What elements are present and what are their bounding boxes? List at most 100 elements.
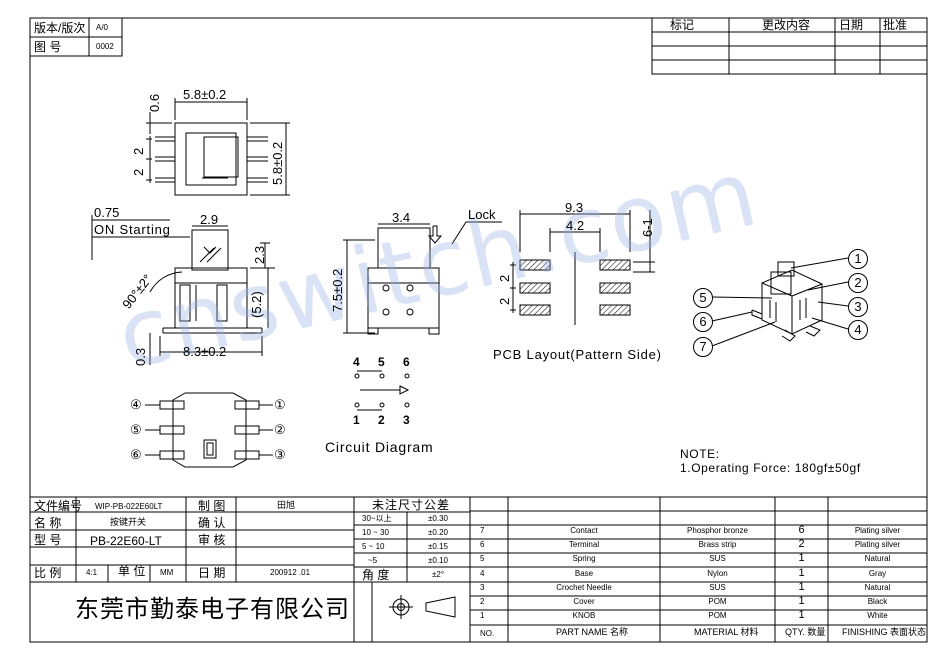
- part-callout-2: 2: [848, 273, 868, 293]
- part-callout-6: 6: [693, 312, 713, 332]
- bom-no: 4: [480, 569, 485, 578]
- bom-qty: 1: [798, 567, 805, 579]
- part-callout-4: 4: [848, 320, 868, 340]
- circuit-caption: Circuit Diagram: [325, 439, 434, 455]
- version-value: A/0: [96, 23, 109, 32]
- part-callout-7: 7: [693, 337, 713, 357]
- bom-header-no: NO.: [480, 629, 495, 638]
- scale-value: 4:1: [86, 568, 98, 577]
- bom-header-finish: FINISHING 表面状态: [842, 627, 927, 637]
- dim-side-on-starting: ON Starting: [94, 222, 171, 237]
- date-label: 日 期: [198, 566, 226, 580]
- dim-pcb-pitch-b: 2: [497, 297, 512, 305]
- dim-front-knob-width: 3.4: [392, 210, 411, 225]
- pcb-layout-lines: [510, 210, 655, 325]
- revision-header-content: 更改内容: [762, 18, 811, 32]
- revision-header-approve: 批准: [883, 18, 908, 32]
- bom-part: Crochet Needle: [556, 583, 612, 592]
- tolerance-value-1: ±0.30: [428, 514, 448, 523]
- draw-value: 田旭: [277, 500, 296, 510]
- bom-finish: Natural: [864, 583, 891, 592]
- dim-side-body-height: (5.2): [249, 291, 264, 318]
- dim-top-pitch-b: 2: [131, 168, 146, 176]
- bom-qty: 1: [798, 581, 805, 593]
- dim-front-height: 7.5±0.2: [330, 268, 345, 312]
- bom-qty: 6: [798, 524, 805, 536]
- bom-finish: Natural: [864, 554, 891, 563]
- bom-part: Terminal: [568, 540, 600, 549]
- dim-side-base-offset: 0.3: [133, 347, 148, 366]
- note-line-1: 1.Operating Force: 180gf±50gf: [680, 461, 861, 475]
- tolerance-range-4: ~5: [368, 556, 378, 565]
- version-block-lines: [30, 18, 122, 56]
- bom-finish: Plating silver: [854, 526, 901, 535]
- bom-qty: 1: [798, 552, 805, 564]
- bom-finish: Black: [867, 597, 888, 606]
- dim-side-knob-width: 2.9: [200, 212, 219, 227]
- bom-finish: Plating silver: [854, 540, 901, 549]
- bom-part: Spring: [572, 554, 596, 563]
- dim-pcb-outer-width: 9.3: [565, 200, 584, 215]
- tolerance-range-2: 10 ~ 30: [362, 528, 389, 537]
- pin-callout-4: ④: [130, 397, 142, 412]
- bom-no: 1: [480, 611, 485, 620]
- bom-header-qty: QTY. 数量: [785, 627, 826, 637]
- pin-callout-5: ⑤: [130, 422, 142, 437]
- name-value: 按键开关: [110, 517, 147, 527]
- bom-no: 5: [480, 554, 485, 563]
- iso-view-lines: [712, 258, 848, 346]
- bom-material: POM: [708, 597, 727, 606]
- drawing-no-label: 图 号: [34, 40, 62, 54]
- bom-no: 7: [480, 526, 485, 535]
- pin-callout-3: ③: [274, 447, 286, 462]
- name-label: 名 称: [34, 516, 62, 530]
- front-view-lines: [343, 222, 502, 334]
- dim-top-pin-offset: 0.6: [147, 93, 162, 112]
- bom-no: 3: [480, 583, 485, 592]
- bom-part: Contact: [570, 526, 598, 535]
- note-title: NOTE:: [680, 447, 720, 461]
- circuit-pin-5: 5: [378, 355, 385, 369]
- tolerance-value-4: ±0.10: [428, 556, 448, 565]
- side-view-lines: [92, 215, 275, 365]
- part-callout-5: 5: [693, 288, 713, 308]
- dim-top-width: 5.8±0.2: [183, 87, 227, 102]
- bom-material: Brass strip: [698, 540, 737, 549]
- dim-pcb-inner-width: 4.2: [566, 218, 585, 233]
- model-value: PB-22E60-LT: [90, 534, 162, 548]
- dim-side-top-offset: 0.75: [94, 205, 120, 220]
- bom-header-part: PART NAME 名称: [556, 627, 629, 637]
- tolerance-value-2: ±0.20: [428, 528, 448, 537]
- scale-label: 比 例: [34, 566, 62, 580]
- drawing-frame: [30, 18, 927, 642]
- title-block-lines: [30, 497, 927, 642]
- dim-pcb-pitch-a: 2: [497, 274, 512, 282]
- bom-finish: Gray: [868, 569, 887, 578]
- bom-qty: 1: [798, 595, 805, 607]
- unit-label: 单 位: [118, 564, 146, 578]
- bom-header-material: MATERIAL 材料: [694, 627, 759, 637]
- bom-part: KNOB: [572, 611, 596, 620]
- circuit-pin-3: 3: [403, 413, 410, 427]
- revision-block-lines: [652, 18, 927, 74]
- draw-label: 制 图: [198, 499, 226, 513]
- bom-finish: White: [867, 611, 888, 620]
- dim-side-knob-height: 2.3: [252, 245, 267, 264]
- bom-material: SUS: [709, 554, 726, 563]
- circuit-pin-1: 1: [353, 413, 360, 427]
- pin-callout-1: ①: [274, 397, 286, 412]
- top-view-lines: [146, 98, 290, 195]
- part-callout-1: 1: [848, 249, 868, 269]
- date-value: 200912 .01: [270, 568, 311, 577]
- bom-qty: 1: [798, 609, 805, 621]
- circuit-pin-6: 6: [403, 355, 410, 369]
- dim-side-base-width: 8.3±0.2: [183, 344, 227, 359]
- tolerance-value-3: ±0.15: [428, 542, 448, 551]
- bom-material: POM: [708, 611, 727, 620]
- bom-part: Cover: [573, 597, 595, 606]
- dim-front-lock-label: Lock: [468, 207, 496, 222]
- version-label: 版本/版次: [34, 21, 86, 35]
- tolerance-range-3: 5 ~ 10: [362, 542, 385, 551]
- circuit-pin-4: 4: [353, 355, 360, 369]
